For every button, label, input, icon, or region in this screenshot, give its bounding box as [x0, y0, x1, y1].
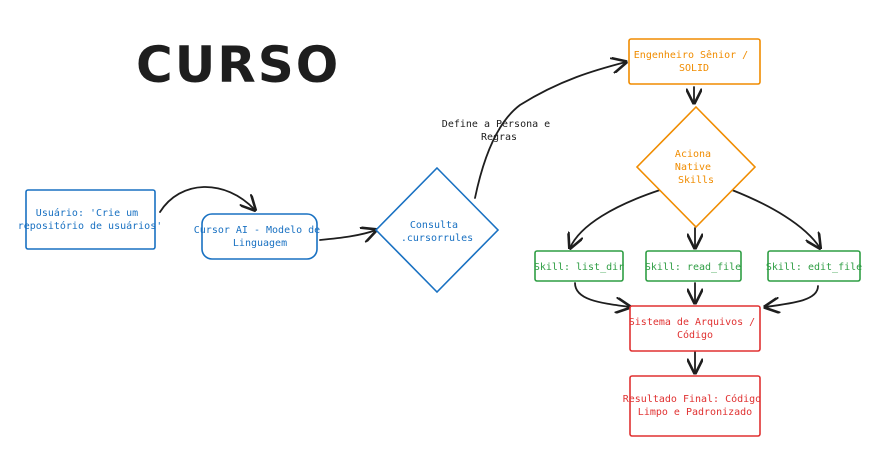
svg-text:Usuário: 'Crie um reposi: Usuário: 'Crie um repositório de usuário…	[18, 207, 163, 232]
node-cursor-ai-line1: Cursor AI - Modelo de	[194, 225, 320, 236]
svg-text:Resultado Final: Código: Resultado Final: Código Limpo e Padroniz…	[623, 393, 768, 418]
node-usuario-line1: Usuário: 'Crie um	[36, 207, 138, 219]
node-skill-edit-file: Skill: edit_file	[766, 250, 862, 282]
node-engenheiro-line2: SOLID	[679, 63, 709, 74]
node-usuario-line2: repositório de usuários'	[18, 220, 163, 232]
svg-text:Engenheiro Sênior / SOLI: Engenheiro Sênior / SOLID	[634, 49, 754, 74]
node-cursor-ai-line2: Linguagem	[233, 238, 287, 249]
node-aciona-line3: Skills	[678, 175, 714, 186]
node-aciona-line1: Aciona	[675, 149, 711, 160]
arrow-skill-edit-to-sistema	[765, 285, 819, 307]
arrow-cursor-to-consulta	[319, 230, 376, 240]
node-engenheiro: Engenheiro Sênior / SOLID	[628, 38, 761, 85]
node-consulta: Consulta .cursorrules	[374, 166, 500, 294]
node-engenheiro-line1: Engenheiro Sênior /	[634, 49, 748, 61]
svg-text:Aciona Native Skil: Aciona Native Skills	[675, 149, 717, 186]
svg-text:Consulta .cursorrules: Consulta .cursorrules	[401, 220, 473, 244]
arrow-skill-list-to-sistema	[574, 282, 630, 307]
edge-label-persona-line2: Regras	[481, 132, 517, 143]
diagram-title: CURSO	[136, 36, 340, 94]
node-sistema: Sistema de Arquivos / Código	[629, 305, 761, 352]
edge-label-persona-line1: Define a Persona e	[442, 119, 550, 130]
arrow-aciona-to-skill-edit	[731, 189, 820, 248]
arrow-consulta-to-engenheiro	[474, 62, 626, 199]
node-aciona: Aciona Native Skills	[635, 105, 757, 229]
node-consulta-line2: .cursorrules	[401, 233, 473, 244]
svg-text:Cursor AI - Modelo de Li: Cursor AI - Modelo de Linguagem	[194, 225, 326, 249]
node-sistema-line2: Código	[677, 329, 713, 341]
node-sistema-line1: Sistema de Arquivos /	[629, 317, 755, 328]
node-aciona-line2: Native	[675, 162, 711, 173]
arrow-aciona-to-skill-list	[570, 189, 661, 248]
node-skill-read-file: Skill: read_file	[645, 250, 742, 282]
node-skill-edit-file-label: Skill: edit_file	[766, 262, 862, 273]
node-consulta-line1: Consulta	[410, 220, 458, 231]
edge-label-persona: Define a Persona e Regras	[442, 119, 556, 143]
node-cursor-ai: Cursor AI - Modelo de Linguagem	[194, 213, 326, 260]
node-resultado-line2: Limpo e Padronizado	[638, 407, 752, 418]
node-skill-list-dir: Skill: list_dir	[534, 250, 624, 282]
node-skill-read-file-label: Skill: read_file	[645, 262, 741, 273]
node-resultado: Resultado Final: Código Limpo e Padroniz…	[623, 375, 768, 437]
arrow-user-to-cursor	[159, 186, 255, 213]
node-usuario: Usuário: 'Crie um repositório de usuário…	[18, 189, 163, 250]
svg-text:Sistema de Arquivos / Có: Sistema de Arquivos / Código	[629, 317, 761, 341]
node-resultado-line1: Resultado Final: Código	[623, 393, 761, 405]
node-skill-list-dir-label: Skill: list_dir	[534, 262, 624, 273]
